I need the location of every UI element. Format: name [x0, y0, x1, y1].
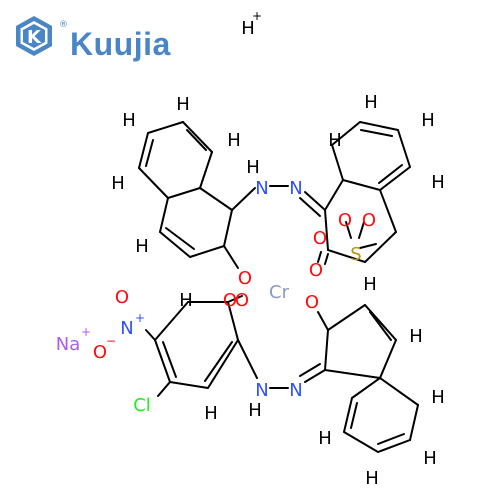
- atom-h-4: H: [111, 173, 125, 194]
- atom-o-18: O: [238, 268, 252, 289]
- atom-n-6: N: [255, 178, 268, 199]
- hexagon-logo-icon: K: [16, 16, 52, 56]
- atom-cl-30: Cl: [133, 395, 151, 416]
- atom-h-35: H: [431, 387, 445, 408]
- atom-o-27: O: [93, 342, 107, 363]
- bonds: [138, 121, 419, 453]
- atom-h-9: H: [421, 110, 435, 131]
- atom-o-16: O: [313, 228, 327, 249]
- atom-h-1: H: [176, 94, 190, 115]
- atom-o-14: O: [362, 210, 376, 231]
- atom-h-36: H: [318, 428, 332, 449]
- atom-o-17: O: [309, 260, 323, 281]
- atom-h-11: H: [431, 172, 445, 193]
- atom-o-21: O: [223, 290, 237, 311]
- atom-n-7: N: [289, 178, 302, 199]
- atom-h-31: H: [204, 403, 218, 424]
- atom-o-23: O: [305, 292, 319, 313]
- atom-h-8: H: [364, 92, 378, 113]
- charge-nitro-minus: −: [106, 334, 116, 348]
- charge-nitro-plus: +: [135, 311, 145, 325]
- brand-logo: K ® Kuujia: [12, 14, 172, 62]
- atom-h-34: H: [248, 400, 262, 421]
- atom-h-12: H: [135, 236, 149, 257]
- atom-h-2: H: [122, 110, 136, 131]
- atom-o-13: O: [338, 210, 352, 231]
- atom-n-33: N: [289, 380, 302, 401]
- atom-n-26: N: [120, 318, 133, 339]
- atom-h-29: H: [409, 326, 423, 347]
- brand-name: Kuujia: [70, 26, 171, 62]
- atom-cr-24: Cr: [269, 282, 290, 303]
- atom-o-22: O: [235, 290, 249, 311]
- atom-h-5: H: [246, 157, 260, 178]
- registered-mark: ®: [59, 20, 68, 30]
- charge-na-plus: +: [81, 325, 91, 339]
- atom-h-0: H: [241, 18, 255, 39]
- atom-na-28: Na: [56, 334, 81, 355]
- charge-h-plus: +: [252, 9, 262, 23]
- atom-h-19: H: [179, 290, 193, 311]
- atom-h-10: H: [328, 130, 342, 151]
- atom-s-15: S: [350, 244, 361, 265]
- atom-h-37: H: [423, 448, 437, 469]
- atom-o-25: O: [115, 287, 129, 308]
- atom-h-38: H: [365, 468, 379, 489]
- atom-h-3: H: [227, 130, 241, 151]
- atom-n-32: N: [255, 380, 268, 401]
- logo-glyph: K: [27, 27, 42, 48]
- atom-h-20: H: [363, 274, 377, 295]
